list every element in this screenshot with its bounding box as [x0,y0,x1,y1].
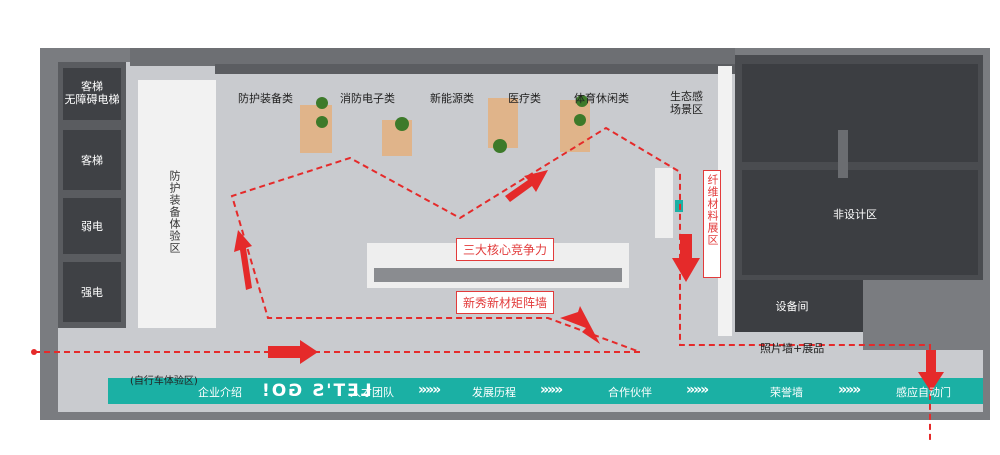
banner-item-history: 发展历程 [472,386,516,399]
chevron-icon: »»» [540,382,563,398]
label-medical: 医疗类 [508,92,541,105]
experience-floor [138,80,216,328]
banner-item-door: 感应自动门 [896,386,951,399]
fiber-stand [655,168,673,238]
label-elevator: 客梯 [81,154,103,167]
room-weak-current [63,198,121,254]
label-elevator-accessible: 客梯 无障碍电梯 [64,80,120,106]
banner-strip [108,378,983,404]
room-elevator-accessible [63,68,121,120]
room-equipment [735,280,863,332]
label-photo-wall: 照片墙+展品 [760,342,825,355]
right-wall-block [863,280,983,350]
plant [316,116,328,128]
table-medical [488,98,518,148]
label-sports: 体育休闲类 [574,92,629,105]
label-weak-current: 弱电 [81,220,103,233]
route-arrows [234,170,944,392]
arrow-down-exit [918,350,944,392]
plant [574,114,586,126]
label-fire-electronic: 消防电子类 [340,92,395,105]
plant [316,97,328,109]
label-protective-experience: 防护装备体验区 [168,170,181,254]
label-bike-experience: (自行车体验区) [130,376,198,387]
arrow-down [672,234,700,282]
visit-route [34,126,931,440]
route-start-dot [31,349,37,355]
arrow-up-left [560,306,600,344]
banner-item-honor: 荣誉墙 [770,386,803,399]
right-white-wall [718,66,732,336]
non-design-lower [742,170,978,275]
table-sports [560,100,590,152]
label-protective: 防护装备类 [238,92,293,105]
chevron-icon: »»» [838,382,861,398]
non-design-upper [742,64,978,162]
chevron-icon: »»» [686,382,709,398]
banner-item-team: 人才团队 [350,386,394,399]
banner-item-intro: 企业介绍 [198,386,242,399]
partition [838,130,848,178]
plant [395,117,409,131]
label-eco-scene: 生态感 场景区 [670,90,703,116]
label-new-energy: 新能源类 [430,92,474,105]
table-protective [300,105,332,153]
top-wall [130,48,735,66]
arrow-right [268,340,318,364]
room-strong-current [63,262,121,322]
arrow-up-right [505,170,548,202]
plant [493,139,507,153]
label-strong-current: 强电 [81,286,103,299]
core-counter-screen [374,268,622,282]
label-fiber-material: 纤维材料展区 [703,170,721,278]
room-elevator [63,130,121,190]
chevron-icon: »»» [418,382,441,398]
label-core-competence: 三大核心竞争力 [456,238,555,261]
arrow-up [234,230,252,290]
top-wall-inner [215,64,735,74]
banner-item-partners: 合作伙伴 [608,386,652,399]
label-non-design: 非设计区 [833,208,877,221]
label-new-material-wall: 新秀新材矩阵墙 [456,291,555,314]
plant [576,95,588,107]
label-equipment: 设备间 [775,300,809,313]
